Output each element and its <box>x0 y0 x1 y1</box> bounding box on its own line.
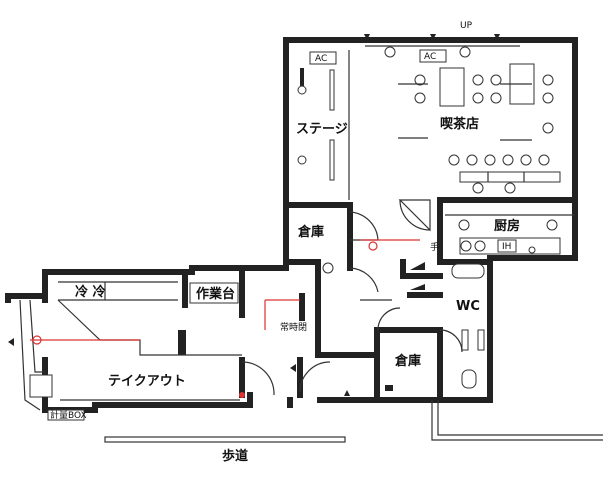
front-area: 冷 冷 作業台 テイクアウト 計量BOX <box>8 281 350 421</box>
ih-label: IH <box>502 242 511 252</box>
hand-wash-label: 手 <box>430 241 439 253</box>
cold-storage-label: 冷 冷 <box>75 284 106 300</box>
storage-lower-label: 倉庫 <box>394 353 421 369</box>
upper-storage: 倉庫 手 <box>297 199 439 253</box>
lower-storage: 倉庫 <box>385 353 421 391</box>
cafe-area: UP AC 喫茶店 <box>364 21 561 194</box>
kitchen-area: 厨房 IH <box>445 214 575 255</box>
takeout-label: テイクアウト <box>108 374 186 389</box>
stage-label: ステージ <box>296 122 348 137</box>
wc-area: WC <box>439 263 485 389</box>
storage-upper-label: 倉庫 <box>297 224 324 240</box>
wc-label: WC <box>456 299 480 314</box>
ac-label: AC <box>315 54 327 64</box>
up-label: UP <box>460 21 473 31</box>
outer-walls <box>5 37 578 413</box>
workbench-label: 作業台 <box>196 286 235 302</box>
cafe-label: 喫茶店 <box>440 116 479 132</box>
meter-box-label: 計量BOX <box>50 409 87 421</box>
middle-area: 常時閉 <box>264 262 425 333</box>
ac-label: AC <box>424 52 436 62</box>
site-boundary <box>104 400 603 443</box>
sidewalk-label: 歩道 <box>222 448 248 464</box>
stage-area: AC ステージ <box>296 50 350 200</box>
always-closed-label: 常時閉 <box>280 321 307 333</box>
kitchen-label: 厨房 <box>494 218 520 234</box>
inner-walls <box>178 197 578 403</box>
